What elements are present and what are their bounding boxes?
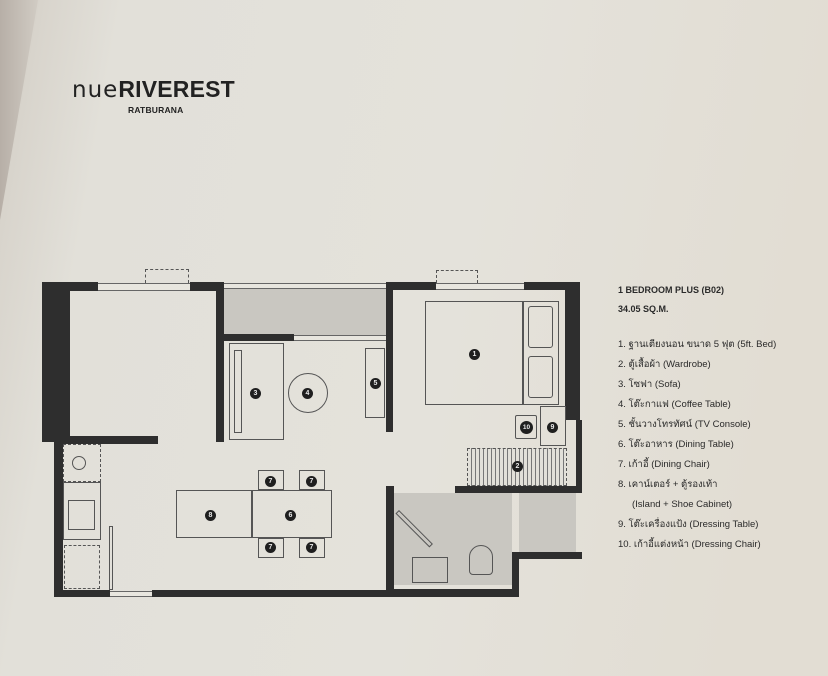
entry-door <box>109 526 113 590</box>
wall-bedroom-top-left <box>386 282 436 290</box>
legend-item: 3. โซฟา (Sofa) <box>618 379 681 390</box>
wall-top-left <box>42 282 98 291</box>
window-left <box>98 283 218 291</box>
marker-island: 8 <box>205 510 216 521</box>
sofa-back <box>234 350 242 433</box>
wall-left-thick <box>42 282 70 442</box>
legend-item: 7. เก้าอี้ (Dining Chair) <box>618 459 710 470</box>
balcony <box>224 288 386 336</box>
marker-bed: 1 <box>469 349 480 360</box>
wall-bedroom-bottom <box>455 486 582 493</box>
window-swing-bedroom <box>436 270 478 283</box>
unit-type: 1 BEDROOM PLUS (B02) <box>618 285 725 295</box>
legend-item: 1. ฐานเตียงนอน ขนาด 5 ฟุต (5ft. Bed) <box>618 339 777 350</box>
wall-bedroom1-bottom <box>62 436 158 444</box>
entry-threshold <box>110 591 152 597</box>
legend-item: 6. โต๊ะอาหาร (Dining Table) <box>618 439 734 450</box>
marker-tv-console: 5 <box>370 378 381 389</box>
island-counter <box>176 490 252 538</box>
burner <box>72 456 86 470</box>
wall-bath-left <box>386 486 394 596</box>
wall-bottom <box>152 590 386 597</box>
kitchen-counter <box>63 482 101 540</box>
legend-item: 8. เคาน์เตอร์ + ตู้รองเท้า <box>618 479 718 490</box>
wall-living-right <box>386 282 393 432</box>
wall-top-mid <box>190 282 222 291</box>
dressing-table <box>540 406 566 446</box>
dining-chair <box>299 538 325 558</box>
marker-dining-table: 6 <box>285 510 296 521</box>
legend-item: 4. โต๊ะกาแฟ (Coffee Table) <box>618 399 731 410</box>
wall-right <box>565 282 580 420</box>
wall-bedroom1-right <box>216 282 224 442</box>
legend-item: (Island + Shoe Cabinet) <box>632 499 733 510</box>
dining-chair <box>299 470 325 490</box>
cooktop <box>63 444 101 482</box>
bed <box>425 301 523 405</box>
wall-bottom-bath <box>386 589 519 597</box>
headboard <box>523 301 559 405</box>
wall-right-lower <box>576 420 582 490</box>
marker-chair: 7 <box>265 476 276 487</box>
brand-name-bold: RIVEREST <box>118 76 235 102</box>
marker-chair: 7 <box>306 542 317 553</box>
marker-sofa: 3 <box>250 388 261 399</box>
marker-dressing-table: 9 <box>547 422 558 433</box>
sink <box>412 557 448 583</box>
toilet <box>469 545 493 575</box>
dining-table <box>252 490 332 538</box>
pillow <box>528 306 553 348</box>
shower-area <box>519 493 576 553</box>
dining-chair <box>258 470 284 490</box>
marker-wardrobe: 2 <box>512 461 523 472</box>
marker-chair: 7 <box>306 476 317 487</box>
wall-left <box>54 440 63 596</box>
pillow <box>528 356 553 398</box>
window-balcony <box>224 283 386 289</box>
brand-name-light: nue <box>72 77 119 103</box>
unit-area: 34.05 SQ.M. <box>618 304 669 314</box>
wall-living-top <box>224 334 294 341</box>
legend-item: 2. ตู้เสื้อผ้า (Wardrobe) <box>618 359 711 370</box>
tv-console <box>365 348 385 418</box>
marker-dressing-chair: 10 <box>520 421 533 434</box>
wall-bottom-left <box>54 590 110 597</box>
legend-item: 5. ชั้นวางโทรทัศน์ (TV Console) <box>618 419 751 430</box>
sofa <box>229 343 284 440</box>
kitchen-sink <box>68 500 95 530</box>
legend-item: 10. เก้าอี้แต่งหน้า (Dressing Chair) <box>618 539 761 550</box>
coffee-table <box>288 373 328 413</box>
sliding-door-balcony <box>294 335 386 341</box>
window-bedroom <box>436 283 526 290</box>
unit-info: 1 BEDROOM PLUS (B02) 34.05 SQ.M. <box>618 285 724 314</box>
brand-logo: nueRIVEREST RATBURANA <box>72 76 235 115</box>
dining-chair <box>258 538 284 558</box>
brand-location: RATBURANA <box>128 105 184 115</box>
fridge <box>64 545 100 589</box>
wall-bedroom-top-right <box>524 282 580 290</box>
wall-bath-right <box>512 552 582 559</box>
dressing-chair <box>515 415 537 439</box>
furniture-legend: 1. ฐานเตียงนอน ขนาด 5 ฟุต (5ft. Bed) 2. … <box>618 339 776 559</box>
window-swing-left <box>145 269 189 283</box>
wall-bath-right-vert <box>512 552 519 596</box>
marker-chair: 7 <box>265 542 276 553</box>
legend-item: 9. โต๊ะเครื่องแป้ง (Dressing Table) <box>618 519 759 530</box>
marker-coffee-table: 4 <box>302 388 313 399</box>
